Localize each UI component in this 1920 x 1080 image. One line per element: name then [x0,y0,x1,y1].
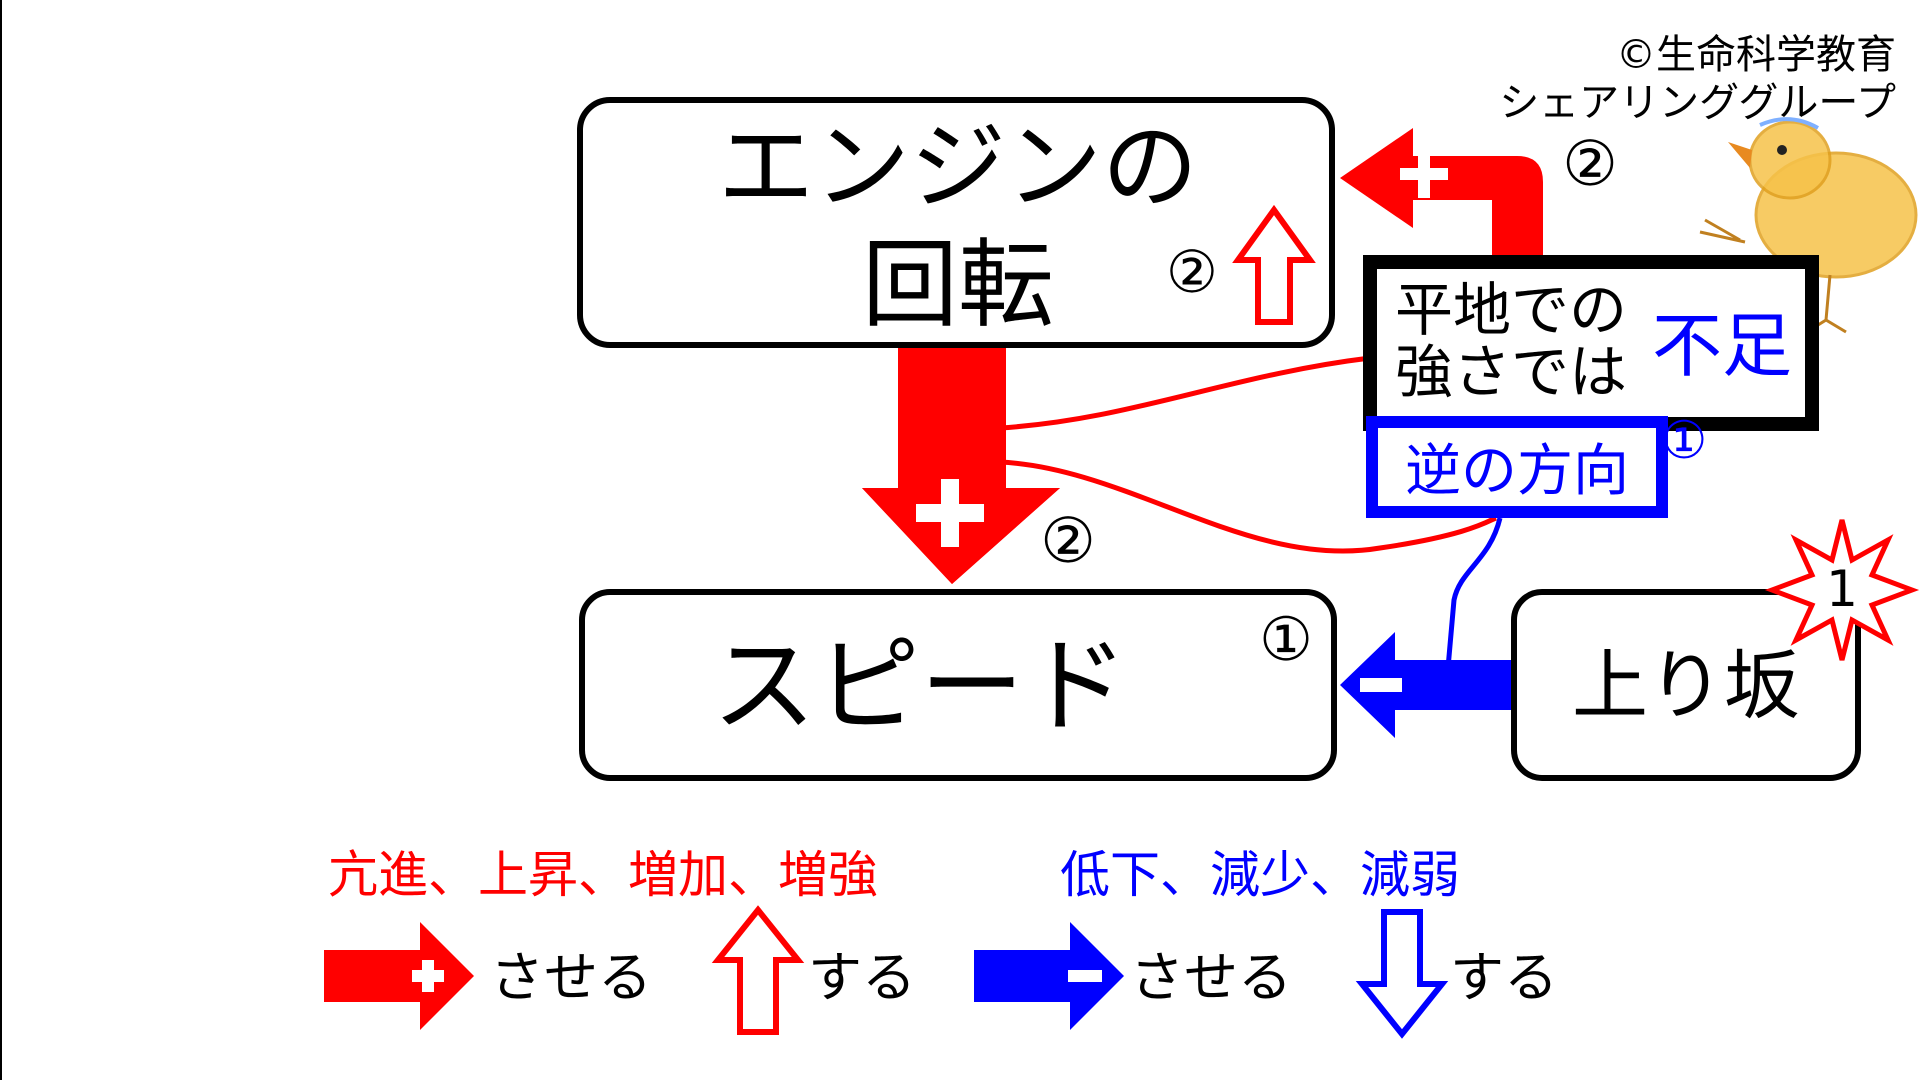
engine-box-line1: エンジンの [718,111,1198,223]
legend-down-caption: する [1450,946,1558,1009]
engine-to-speed-link-line [999,459,1497,554]
plus-arrow-flat-to-engine [1340,128,1543,262]
reverse-to-slope-link-line [1445,517,1503,669]
increase-up-arrow-icon [1232,204,1316,325]
legend-decrease-words: 低下、減少、減弱 [1060,846,1460,904]
legend-increase-words: 亢進、上昇、増加、増強 [328,846,878,904]
legend-up-arrow-icon [711,905,805,1035]
reverse-box-step-label: ① [1661,411,1708,471]
slope-box-label: 上り坂 [1572,641,1800,730]
reverse-direction-box: 逆の方向 ① [1366,411,1708,518]
legend-minus-caption: させる [1130,946,1292,1009]
uphill-slope-box: 上り坂 1 [1511,519,1920,781]
speed-box-label: スピード [712,625,1128,747]
flat-box-line2: 強さでは [1395,338,1627,406]
legend-plus-arrow-icon [324,922,474,1030]
flat-box-line1: 平地での [1395,276,1627,344]
legend-up-caption: する [808,946,916,1009]
explosion-burst-icon [1764,519,1920,661]
reverse-box-label: 逆の方向 [1405,439,1629,504]
flat-to-engine-step-label: ② [1562,127,1618,200]
speed-box-step-label: ① [1259,605,1313,675]
engine-to-speed-step-label: ② [1040,504,1096,577]
legend-down-arrow-icon [1355,909,1449,1039]
plus-arrow-engine-to-speed [862,345,1060,584]
chick-illustration [1699,117,1918,334]
engine-rotation-box: エンジンの 回転 ② [577,97,1335,348]
speed-box: スピード ① [579,589,1337,781]
minus-arrow-slope-to-speed [1340,632,1512,738]
legend-plus-caption: させる [490,946,652,1009]
copyright-line2: シェアリンググループ [1499,80,1896,126]
copyright-line1: ©生命科学教育 [1616,32,1896,78]
flat-ground-box: 平地での 強さでは 不足 [1363,255,1819,431]
slope-burst-badge: 1 [1826,560,1858,618]
legend-minus-arrow-icon [974,922,1124,1030]
flat-box-lack-label: 不足 [1652,305,1792,387]
engine-box-step-label: ② [1166,238,1218,306]
engine-box-line2: 回転 [862,229,1054,341]
flat-to-engine-link-line [999,355,1371,431]
